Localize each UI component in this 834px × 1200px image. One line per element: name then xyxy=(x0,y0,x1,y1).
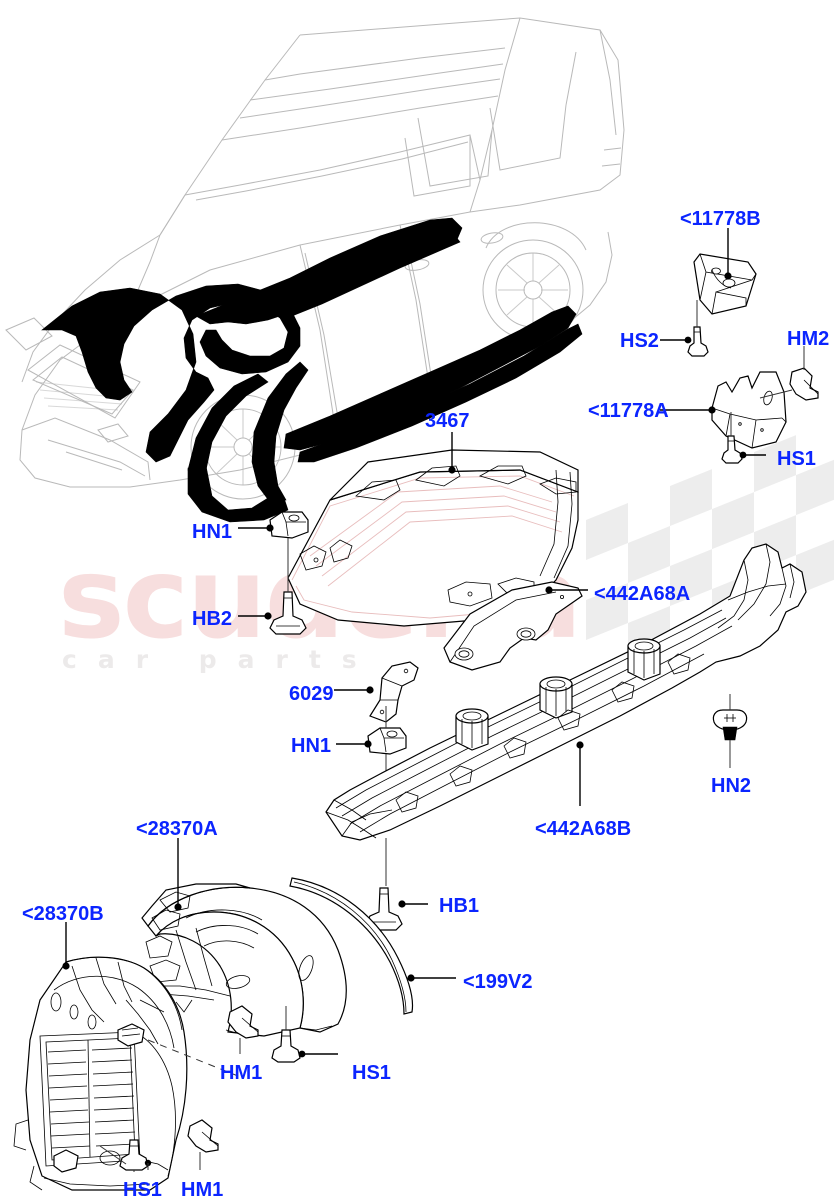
part-arch-trim-strip-199v2 xyxy=(289,877,456,1015)
part-wheel-arch-liner-28370a xyxy=(141,838,347,1037)
part-engine-undershield-3467 xyxy=(287,432,579,627)
fastener-hm2 xyxy=(759,346,819,401)
part-bracket-6029 xyxy=(334,661,419,723)
label-28370b[interactable]: <28370B xyxy=(22,903,104,925)
label-199v2[interactable]: <199V2 xyxy=(463,971,533,993)
label-hn2[interactable]: HN2 xyxy=(711,775,752,797)
vehicle-illustration xyxy=(5,17,625,523)
label-hb1[interactable]: HB1 xyxy=(439,895,480,917)
label-hb2[interactable]: HB2 xyxy=(192,608,233,630)
part-sill-closing-panel-442a68a xyxy=(443,581,588,671)
fastener-hs2 xyxy=(660,300,709,357)
label-442a68a[interactable]: <442A68A xyxy=(594,583,691,605)
fastener-hn1-lower xyxy=(336,706,407,790)
label-11778a[interactable]: <11778A xyxy=(588,400,669,422)
fastener-hs1-upper xyxy=(721,412,766,464)
part-bracket-11778a xyxy=(660,371,787,449)
fastener-hb1 xyxy=(365,887,428,931)
fastener-hn1-upper xyxy=(238,511,309,576)
label-hm1-lower[interactable]: HM1 xyxy=(181,1179,224,1200)
fastener-hb2 xyxy=(238,576,307,635)
label-442a68b[interactable]: <442A68B xyxy=(535,818,632,840)
fastener-hn2 xyxy=(712,694,748,768)
label-hn1-lower[interactable]: HN1 xyxy=(291,735,332,757)
label-28370a[interactable]: <28370A xyxy=(136,818,218,840)
label-hm1-mid[interactable]: HM1 xyxy=(220,1062,263,1084)
label-6029[interactable]: 6029 xyxy=(289,683,334,705)
label-hs2[interactable]: HS2 xyxy=(620,330,659,352)
part-bracket-11778b xyxy=(693,228,757,315)
label-hm2[interactable]: HM2 xyxy=(787,328,830,350)
label-hs1-mid[interactable]: HS1 xyxy=(352,1062,391,1084)
part-wheel-arch-liner-28370b xyxy=(13,922,239,1191)
fastener-hm1-lower xyxy=(187,1119,219,1170)
label-11778b[interactable]: <11778B xyxy=(680,208,761,230)
part-sill-undertray-442a68b xyxy=(325,543,807,886)
fastener-hm1-mid xyxy=(227,1005,259,1054)
fastener-hs1-mid xyxy=(271,1006,338,1063)
label-hs1-upper[interactable]: HS1 xyxy=(777,448,816,470)
fastener-hs1-lower xyxy=(99,1139,152,1172)
label-3467[interactable]: 3467 xyxy=(425,410,470,432)
label-hn1-upper[interactable]: HN1 xyxy=(192,521,233,543)
label-hs1-lower[interactable]: HS1 xyxy=(123,1179,162,1200)
